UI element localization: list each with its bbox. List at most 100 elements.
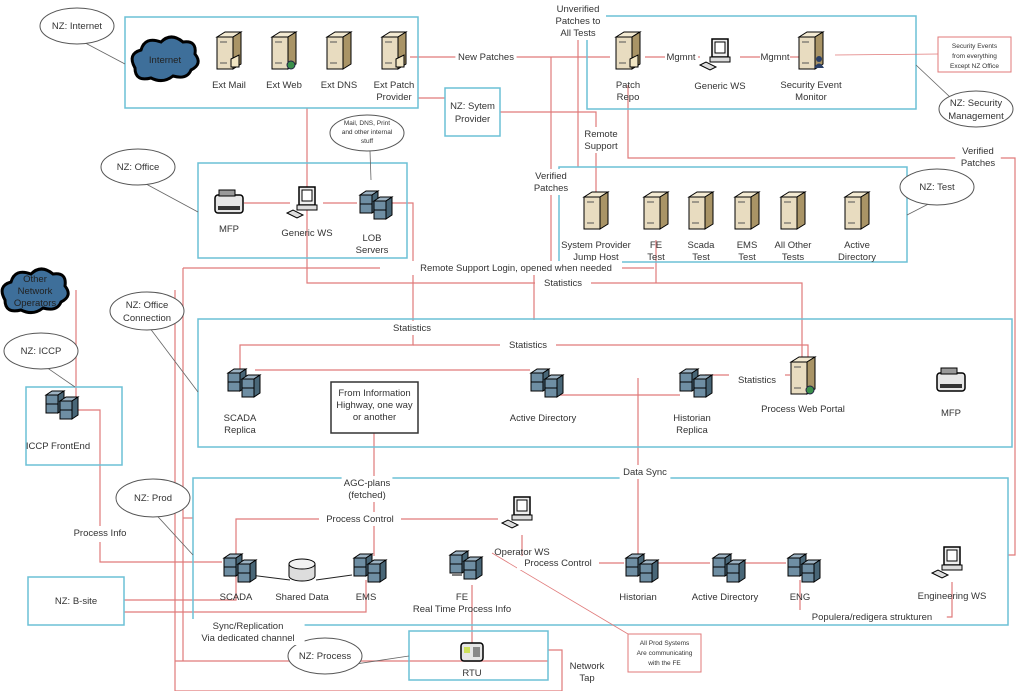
device-oc-mfp[interactable]: MFP xyxy=(936,367,966,419)
rack-icon xyxy=(678,368,714,398)
zone-boundary xyxy=(25,386,123,466)
device-label: Internet xyxy=(149,55,182,66)
link-label-stats4: Statistics xyxy=(729,373,785,387)
device-eng[interactable]: ENG xyxy=(786,553,822,603)
workstation-icon xyxy=(285,186,318,219)
device-label: Active Directory xyxy=(510,413,577,424)
link-label: AGC-plans(fetched) xyxy=(344,478,391,501)
zone-tag: NZ: ICCP xyxy=(21,346,62,357)
network-link xyxy=(550,344,809,362)
zone-tag: NZ: Test xyxy=(919,182,955,193)
storage-link xyxy=(249,574,291,581)
device-ext-dns[interactable]: Ext DNS xyxy=(321,31,357,91)
device-office-ws[interactable]: Generic WS xyxy=(281,186,333,239)
device-label: Ext Mail xyxy=(212,80,246,91)
link-label-pc2: Process Control xyxy=(517,556,599,570)
link-label-pc1: Process Control xyxy=(319,512,401,526)
device-rtu[interactable]: RTU xyxy=(460,642,484,679)
rtu-icon xyxy=(460,642,484,662)
cloud-icon xyxy=(0,267,70,315)
device-op-ws[interactable]: Operator WS xyxy=(494,496,550,558)
device-scada[interactable]: SCADA xyxy=(220,553,258,603)
zone-tag-bubble xyxy=(109,291,185,331)
zone-office: NZ: Office xyxy=(100,148,408,259)
rack-icon xyxy=(222,553,258,583)
device-oc-ad[interactable]: Active Directory xyxy=(510,368,577,424)
storage-link xyxy=(315,574,353,581)
device-ext-mail[interactable]: Ext Mail xyxy=(212,31,246,91)
workstation-icon xyxy=(930,546,963,579)
network-link xyxy=(175,649,563,691)
network-link xyxy=(627,85,1016,556)
device-ext-web[interactable]: Ext Web xyxy=(266,31,302,91)
link-label: Populera/redigera strukturen xyxy=(812,612,932,623)
workstation-icon xyxy=(698,38,731,71)
link-label: Mgmnt xyxy=(666,52,695,63)
device-sec-ws[interactable]: Generic WS xyxy=(694,38,746,92)
device-label: Operator WS xyxy=(494,547,549,558)
zone-boundary xyxy=(408,630,549,681)
device-historian[interactable]: Historian xyxy=(619,553,660,603)
device-label: Generic WS xyxy=(694,81,745,92)
zone-internet: NZ: Internet xyxy=(39,7,419,109)
device-iccp-fe[interactable]: ICCP FrontEnd xyxy=(26,390,90,452)
device-label: Process Web Portal xyxy=(761,404,845,415)
printer-icon xyxy=(214,189,244,214)
mailserver-icon xyxy=(614,31,642,70)
device-office-mfp[interactable]: MFP xyxy=(214,189,244,235)
device-ems[interactable]: EMS xyxy=(352,553,388,603)
network-link xyxy=(387,202,414,330)
device-label: Engineering WS xyxy=(918,591,987,602)
zone-boundary xyxy=(586,15,917,110)
device-internet-cloud[interactable]: Internet xyxy=(130,35,200,83)
device-eng-ws[interactable]: Engineering WS xyxy=(918,546,987,602)
zone-prod: NZ: Prod xyxy=(115,477,1009,626)
zone-boundary xyxy=(444,87,501,137)
webserver-icon xyxy=(270,31,298,70)
zone-tag: NZ: Process xyxy=(299,651,352,662)
device-label: ICCP FrontEnd xyxy=(26,441,90,452)
link-label-mgmnt2: Mgmnt xyxy=(760,50,790,64)
link-label-remote-login: Remote Support Login, opened when needed xyxy=(410,261,622,275)
device-label: MFP xyxy=(941,408,961,419)
device-shared[interactable]: Shared Data xyxy=(275,558,329,603)
rack-icon xyxy=(711,553,747,583)
link-label: Statistics xyxy=(509,340,547,351)
device-prod-ad[interactable]: Active Directory xyxy=(692,553,759,603)
device-web-portal[interactable]: Process Web Portal xyxy=(761,356,845,415)
rack-icon xyxy=(44,390,80,420)
server-icon xyxy=(325,31,353,70)
device-label: Generic WS xyxy=(281,228,332,239)
zone-tag-bubble xyxy=(115,478,191,518)
zone-tag: NZ: Prod xyxy=(134,493,172,504)
link-label: Data Sync xyxy=(623,467,667,478)
